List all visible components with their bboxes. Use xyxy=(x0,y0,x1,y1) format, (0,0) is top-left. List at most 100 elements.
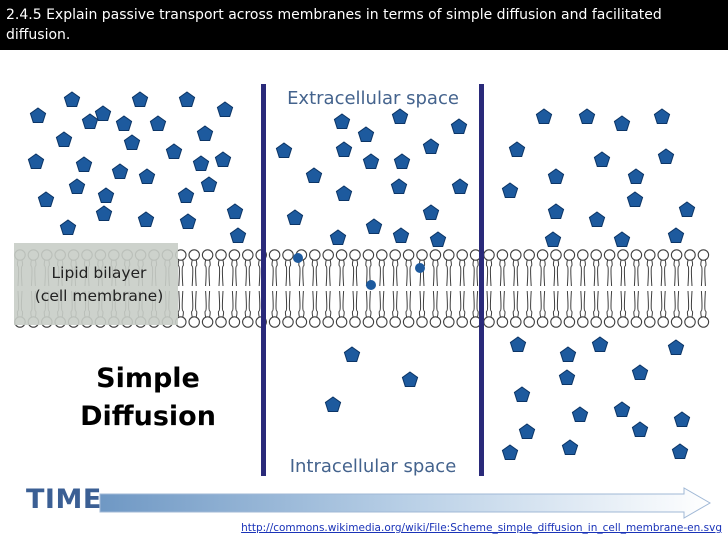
molecule xyxy=(226,203,244,219)
molecule xyxy=(591,336,609,352)
lipid-head xyxy=(362,249,375,261)
lipid-tail xyxy=(235,290,238,318)
lipid-head xyxy=(402,249,415,261)
molecule xyxy=(333,113,351,129)
lipid-tail xyxy=(704,290,707,318)
lipid-tail xyxy=(382,290,385,318)
lipid-tail xyxy=(231,290,234,318)
lipid-tail xyxy=(191,259,194,287)
lipid-head xyxy=(188,249,200,261)
lipid-head xyxy=(697,316,710,328)
lipid-head xyxy=(684,249,696,261)
molecules-group xyxy=(27,91,696,460)
lipid-tail xyxy=(637,259,640,287)
lipid-tail xyxy=(619,259,623,287)
lipid-tail xyxy=(623,259,627,287)
simple-diffusion-title-line1: Simple xyxy=(96,363,200,394)
lipid-tail xyxy=(633,259,636,287)
lipid-tail xyxy=(208,290,211,318)
lipid-tail xyxy=(284,290,288,318)
lipid-tail xyxy=(583,290,586,318)
molecule xyxy=(588,211,606,227)
crossing-molecule xyxy=(415,263,425,273)
lipid-head xyxy=(657,316,669,328)
lipid-tail xyxy=(405,290,408,318)
lipid-tail xyxy=(556,259,560,287)
molecule xyxy=(422,204,440,220)
lipid-tail xyxy=(686,290,690,318)
lipid-tail xyxy=(271,259,274,287)
molecule xyxy=(81,113,99,129)
lipid-tail xyxy=(512,290,515,318)
molecule xyxy=(653,108,671,124)
lipid-tail xyxy=(539,290,542,318)
lipid-tail xyxy=(248,290,251,318)
molecule xyxy=(667,227,685,243)
lipid-head xyxy=(215,249,227,261)
divider-right xyxy=(479,84,484,476)
lipid-head xyxy=(282,249,294,261)
molecule xyxy=(286,209,304,225)
molecule xyxy=(613,115,631,131)
lipid-tail xyxy=(606,259,609,287)
lipid-tail xyxy=(530,290,533,318)
lipid-head xyxy=(201,249,214,261)
molecule xyxy=(137,211,155,227)
lipid-head xyxy=(228,249,241,261)
lipid-tail xyxy=(499,290,502,318)
lipid-tail xyxy=(342,290,345,318)
lipid-tail xyxy=(208,259,211,287)
molecule xyxy=(518,423,536,439)
divider-left xyxy=(261,84,266,476)
lipid-tail xyxy=(365,290,368,318)
lipid-head xyxy=(510,316,522,328)
molecule xyxy=(111,163,129,179)
lipid-head xyxy=(443,316,455,328)
source-link[interactable]: http://commons.wikimedia.org/wiki/File:S… xyxy=(241,522,722,534)
lipid-tail xyxy=(436,290,439,318)
extracellular-space-label: Extracellular space xyxy=(287,88,459,109)
lipid-tail xyxy=(459,290,462,318)
lipid-head xyxy=(670,316,683,328)
molecule xyxy=(535,108,553,124)
molecule xyxy=(450,118,468,134)
lipid-tail xyxy=(660,259,663,287)
molecule xyxy=(613,231,631,247)
molecule xyxy=(329,229,347,245)
lipid-tail xyxy=(570,259,573,287)
molecule xyxy=(216,101,234,117)
molecule xyxy=(179,213,197,229)
lipid-tail xyxy=(422,259,426,287)
lipid-tail xyxy=(539,259,542,287)
lipid-tail xyxy=(258,259,261,287)
molecule xyxy=(627,168,645,184)
lipid-tail xyxy=(355,290,359,318)
lipid-head xyxy=(644,249,656,261)
lipid-tail xyxy=(271,290,274,318)
molecule xyxy=(362,153,380,169)
lipid-tail xyxy=(311,259,314,287)
lipid-tail xyxy=(700,259,703,287)
molecule xyxy=(429,231,447,247)
lipid-tail xyxy=(597,290,600,318)
lipid-head xyxy=(577,316,589,328)
lipid-tail xyxy=(204,259,207,287)
lipid-tail xyxy=(516,259,519,287)
molecule xyxy=(657,148,675,164)
lipid-tail xyxy=(660,290,663,318)
lipid-head xyxy=(644,316,656,328)
lipid-head xyxy=(188,316,200,328)
lipid-tail xyxy=(526,290,529,318)
molecule xyxy=(335,185,353,201)
lipid-head xyxy=(376,249,388,261)
lipid-tail xyxy=(396,290,399,318)
lipid-tail xyxy=(646,259,649,287)
lipid-tail xyxy=(610,259,613,287)
lipid-tail xyxy=(432,290,435,318)
lipid-tail xyxy=(342,259,345,287)
lipid-tail xyxy=(677,259,680,287)
lipid-tail xyxy=(650,290,653,318)
molecule xyxy=(200,176,218,192)
molecule xyxy=(547,203,565,219)
lipid-head xyxy=(268,249,281,261)
